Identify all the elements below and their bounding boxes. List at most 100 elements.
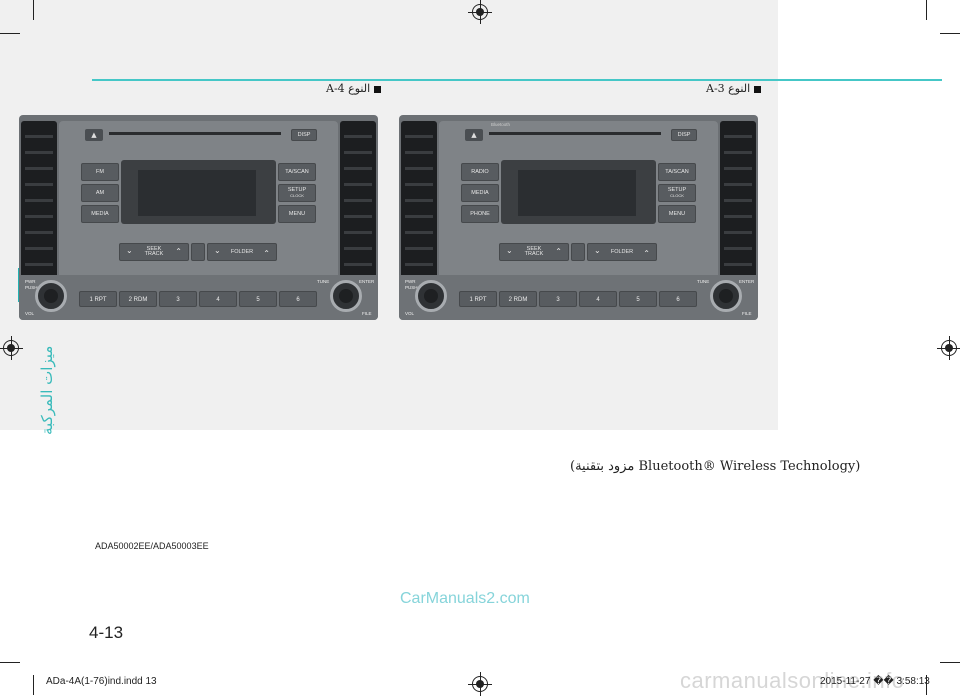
- tune-label: TUNE: [697, 279, 710, 284]
- cd-slot: [109, 132, 281, 135]
- clock-label: CLOCK: [670, 193, 684, 198]
- preset-2-button[interactable]: 2 RDM: [499, 291, 537, 307]
- vol-label: VOL: [405, 311, 415, 316]
- figure-panel: A-4 ﺍﻟﻨﻮﻉ A-3 ﺍﻟﻨﻮﻉ ▲ DISP FM AM MEDIA T…: [0, 0, 778, 430]
- radio-button[interactable]: RADIO: [461, 163, 499, 181]
- bullet-square-icon: [754, 85, 762, 93]
- seek-up-icon: ⌃: [175, 247, 182, 256]
- vol-label: VOL: [25, 311, 35, 316]
- crop-mark: [940, 662, 960, 663]
- phone-button[interactable]: PHONE: [461, 205, 499, 223]
- setup-label: SETUP: [287, 187, 307, 193]
- seek-down-icon: ⌄: [506, 246, 513, 255]
- volume-knob[interactable]: [35, 280, 67, 312]
- seek-track-button[interactable]: ⌄ SEEK TRACK ⌃: [499, 243, 569, 261]
- figure-description: (ﻣﺰﻭﺩ ﺑﺘﻘﻨﻴﺔ Bluetooth® Wireless Technol…: [570, 459, 861, 474]
- spacer-button[interactable]: [571, 243, 585, 261]
- preset-6-button[interactable]: 6: [659, 291, 697, 307]
- registration-mark-icon: [937, 336, 960, 360]
- folder-button[interactable]: ⌄ FOLDER ⌃: [587, 243, 657, 261]
- page-number: 4-13: [89, 623, 124, 642]
- seek-down-icon: ⌄: [126, 246, 133, 255]
- preset-3-button[interactable]: 3: [539, 291, 577, 307]
- tune-label: TUNE: [317, 279, 330, 284]
- bluetooth-logo: Bluetooth: [491, 122, 511, 127]
- crop-mark: [0, 662, 20, 663]
- crop-mark: [940, 33, 960, 34]
- seek-up-icon: ⌃: [555, 247, 562, 256]
- watermark-link[interactable]: CarManuals2.com: [400, 590, 530, 607]
- seek-track-button[interactable]: ⌄ SEEK TRACK ⌃: [119, 243, 189, 261]
- clock-label: CLOCK: [290, 193, 304, 198]
- eject-button[interactable]: ▲: [465, 129, 483, 141]
- radio-unit-right: Bluetooth ▲ DISP RADIO MEDIA PHONE TA/SC…: [399, 115, 758, 320]
- pwr-label: PWR: [405, 279, 416, 284]
- crop-mark: [926, 0, 927, 20]
- preset-5-button[interactable]: 5: [239, 291, 277, 307]
- folder-down-icon: ⌄: [594, 246, 601, 255]
- media-button[interactable]: MEDIA: [461, 184, 499, 202]
- volume-knob[interactable]: [415, 280, 447, 312]
- caption-left: A-4 ﺍﻟﻨﻮﻉ: [326, 82, 382, 95]
- display-screen: [518, 170, 636, 216]
- preset-1-button[interactable]: 1 RPT: [79, 291, 117, 307]
- chapter-label: ﻣﻴﺰﺍﺕ ﺍﻟﻤﺮﻛﺒﺔ: [38, 345, 56, 435]
- crop-mark: [926, 675, 927, 695]
- folder-up-icon: ⌃: [643, 249, 650, 258]
- preset-5-button[interactable]: 5: [619, 291, 657, 307]
- preset-2-button[interactable]: 2 RDM: [119, 291, 157, 307]
- preset-bar: [19, 275, 378, 320]
- crop-mark: [33, 675, 34, 695]
- media-button[interactable]: MEDIA: [81, 205, 119, 223]
- disp-button[interactable]: DISP: [671, 129, 697, 141]
- header-rule: [92, 79, 942, 81]
- caption-right: A-3 ﺍﻟﻨﻮﻉ: [706, 82, 762, 95]
- footer-filename: ADa-4A(1-76)ind.indd 13: [46, 676, 157, 687]
- enter-label: ENTER: [359, 279, 375, 284]
- eject-button[interactable]: ▲: [85, 129, 103, 141]
- preset-4-button[interactable]: 4: [579, 291, 617, 307]
- folder-button[interactable]: ⌄FOLDER⌃: [207, 243, 277, 261]
- footer-watermark: carmanualsonline.info: [680, 668, 905, 693]
- setup-label: SETUP: [667, 187, 687, 193]
- registration-mark-icon: [0, 336, 23, 360]
- disp-button[interactable]: DISP: [291, 129, 317, 141]
- registration-mark-icon: [468, 672, 492, 696]
- crop-mark: [33, 0, 34, 20]
- footer-timestamp: 2015-11-27 �� 3:58:13: [820, 676, 930, 687]
- image-code: ADA50002EE/ADA50003EE: [95, 541, 209, 551]
- file-label: FILE: [742, 311, 752, 316]
- seek-label: SEEK TRACK: [144, 246, 164, 257]
- enter-label: ENTER: [739, 279, 755, 284]
- ta-scan-button[interactable]: TA/SCAN: [278, 163, 316, 181]
- preset-1-button[interactable]: 1 RPT: [459, 291, 497, 307]
- file-label: FILE: [362, 311, 372, 316]
- cd-slot: [489, 132, 661, 135]
- bullet-square-icon: [374, 85, 382, 93]
- ta-scan-button[interactable]: TA/SCAN: [658, 163, 696, 181]
- folder-label: FOLDER: [230, 249, 254, 255]
- am-button[interactable]: AM: [81, 184, 119, 202]
- push-label: PUSH: [405, 285, 418, 290]
- menu-button[interactable]: MENU: [658, 205, 696, 223]
- spacer-button[interactable]: [191, 243, 205, 261]
- preset-3-button[interactable]: 3: [159, 291, 197, 307]
- fm-button[interactable]: FM: [81, 163, 119, 181]
- menu-button[interactable]: MENU: [278, 205, 316, 223]
- tune-knob[interactable]: [710, 280, 742, 312]
- preset-4-button[interactable]: 4: [199, 291, 237, 307]
- crop-mark: [0, 33, 20, 34]
- display-screen: [138, 170, 256, 216]
- push-label: PUSH: [25, 285, 38, 290]
- preset-bar: [399, 275, 758, 320]
- registration-mark-icon: [468, 0, 492, 24]
- tune-knob[interactable]: [330, 280, 362, 312]
- folder-down-icon: ⌄: [214, 246, 221, 255]
- folder-label: FOLDER: [610, 249, 634, 255]
- preset-6-button[interactable]: 6: [279, 291, 317, 307]
- seek-label: SEEK TRACK: [524, 246, 544, 257]
- pwr-label: PWR: [25, 279, 36, 284]
